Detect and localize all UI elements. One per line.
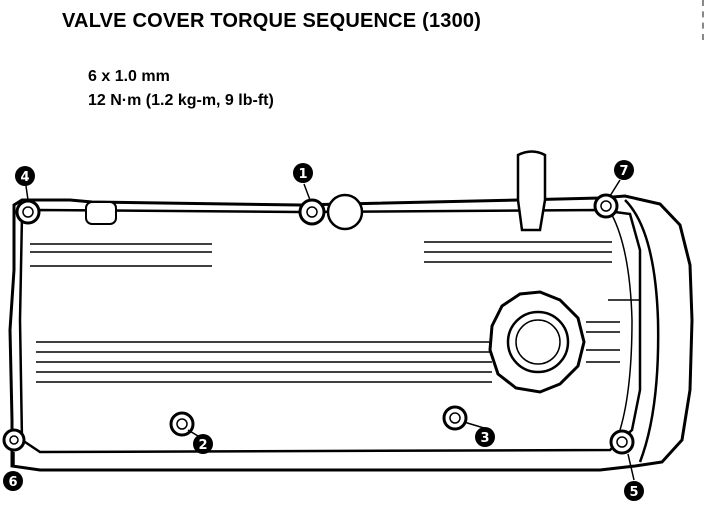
bolts xyxy=(2,193,635,455)
end-wall xyxy=(624,199,660,463)
oil-filler-cap xyxy=(488,290,586,394)
torque-spec: 12 N·m (1.2 kg-m, 9 lb-ft) xyxy=(88,92,274,109)
callout-6-label: 6 xyxy=(8,475,17,490)
ribs-upper-right xyxy=(424,241,612,263)
callout-4: 4 xyxy=(15,166,35,186)
bolt-4 xyxy=(15,199,41,225)
breather-pipe xyxy=(516,150,547,232)
bolt-3 xyxy=(442,405,468,431)
bolt-5 xyxy=(609,429,635,455)
ribs-middle xyxy=(36,299,640,383)
callout-7-label: 7 xyxy=(619,164,628,179)
ribs-upper-left xyxy=(30,243,212,267)
left-tab xyxy=(85,201,117,225)
bolt-size-spec: 6 x 1.0 mm xyxy=(88,68,170,85)
callout-7: 7 xyxy=(614,160,634,180)
leader-lines xyxy=(13,179,635,481)
callout-3-label: 3 xyxy=(480,431,489,446)
diagram-title: VALVE COVER TORQUE SEQUENCE (1300) xyxy=(62,10,482,32)
callout-3: 3 xyxy=(475,427,495,447)
callout-1-label: 1 xyxy=(298,167,307,182)
page-edge-mark xyxy=(702,0,704,40)
callout-1: 1 xyxy=(293,163,313,183)
callout-5: 5 xyxy=(624,481,644,501)
callout-4-label: 4 xyxy=(20,170,29,185)
bolt-6 xyxy=(2,428,26,452)
bolt-7 xyxy=(593,193,619,219)
bolt-2 xyxy=(169,411,195,437)
bolt-1 xyxy=(298,198,326,226)
callout-6: 6 xyxy=(3,471,23,491)
callout-5-label: 5 xyxy=(629,485,638,500)
callout-2: 2 xyxy=(193,434,213,454)
callout-2-label: 2 xyxy=(198,438,207,453)
end-wall-inner xyxy=(611,214,633,431)
cover-outline xyxy=(8,194,694,472)
